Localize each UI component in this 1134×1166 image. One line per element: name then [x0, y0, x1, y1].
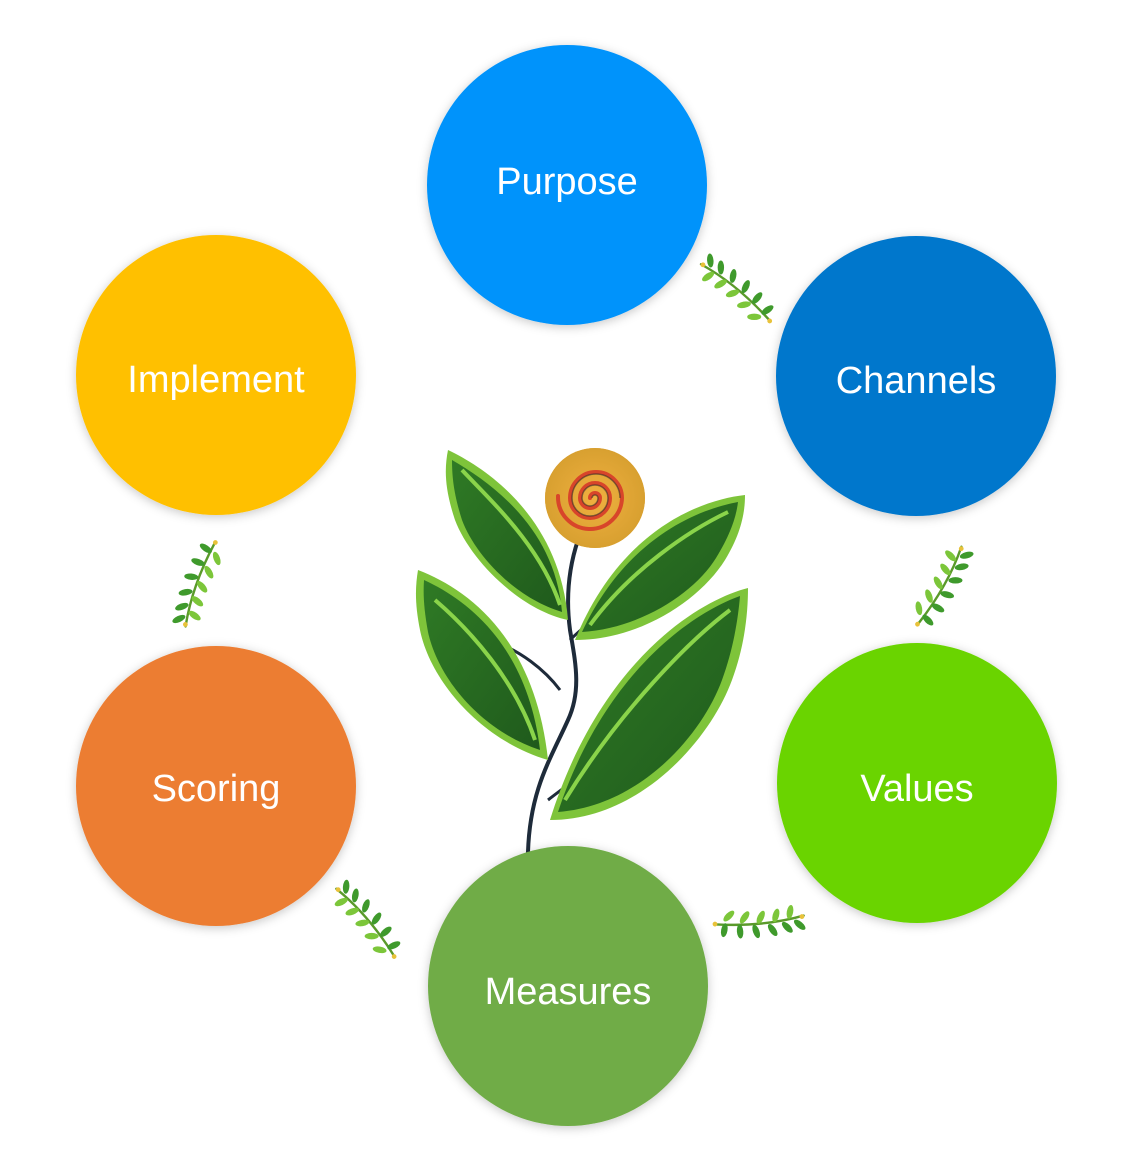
vine-icon [163, 538, 229, 630]
vine-icon [317, 875, 419, 964]
node-measures: Measures [428, 846, 708, 1126]
node-scoring: Scoring [76, 646, 356, 926]
node-values-circle [777, 643, 1057, 923]
vine-icon [911, 541, 977, 633]
node-values-label: Values [860, 768, 973, 810]
node-purpose-circle [427, 45, 707, 325]
plant-flower-icon [415, 448, 748, 854]
node-channels-circle [776, 236, 1056, 516]
node-purpose: Purpose [427, 45, 707, 325]
node-measures-label: Measures [485, 971, 652, 1013]
node-purpose-label: Purpose [496, 161, 638, 203]
connector-channels-values [911, 541, 977, 633]
vine-icon [709, 877, 813, 971]
node-implement: Implement [76, 235, 356, 515]
node-implement-label: Implement [127, 359, 305, 401]
connector-scoring-implement [163, 538, 229, 630]
node-channels-label: Channels [836, 360, 997, 402]
connector-values-measures [709, 877, 813, 971]
node-scoring-label: Scoring [152, 768, 281, 810]
vine-icon [688, 249, 787, 328]
connector-purpose-channels [688, 249, 787, 328]
node-implement-circle [76, 235, 356, 515]
node-measures-circle [428, 846, 708, 1126]
connector-measures-scoring [317, 875, 419, 964]
node-scoring-circle [76, 646, 356, 926]
node-channels: Channels [776, 236, 1056, 516]
node-values: Values [777, 643, 1057, 923]
